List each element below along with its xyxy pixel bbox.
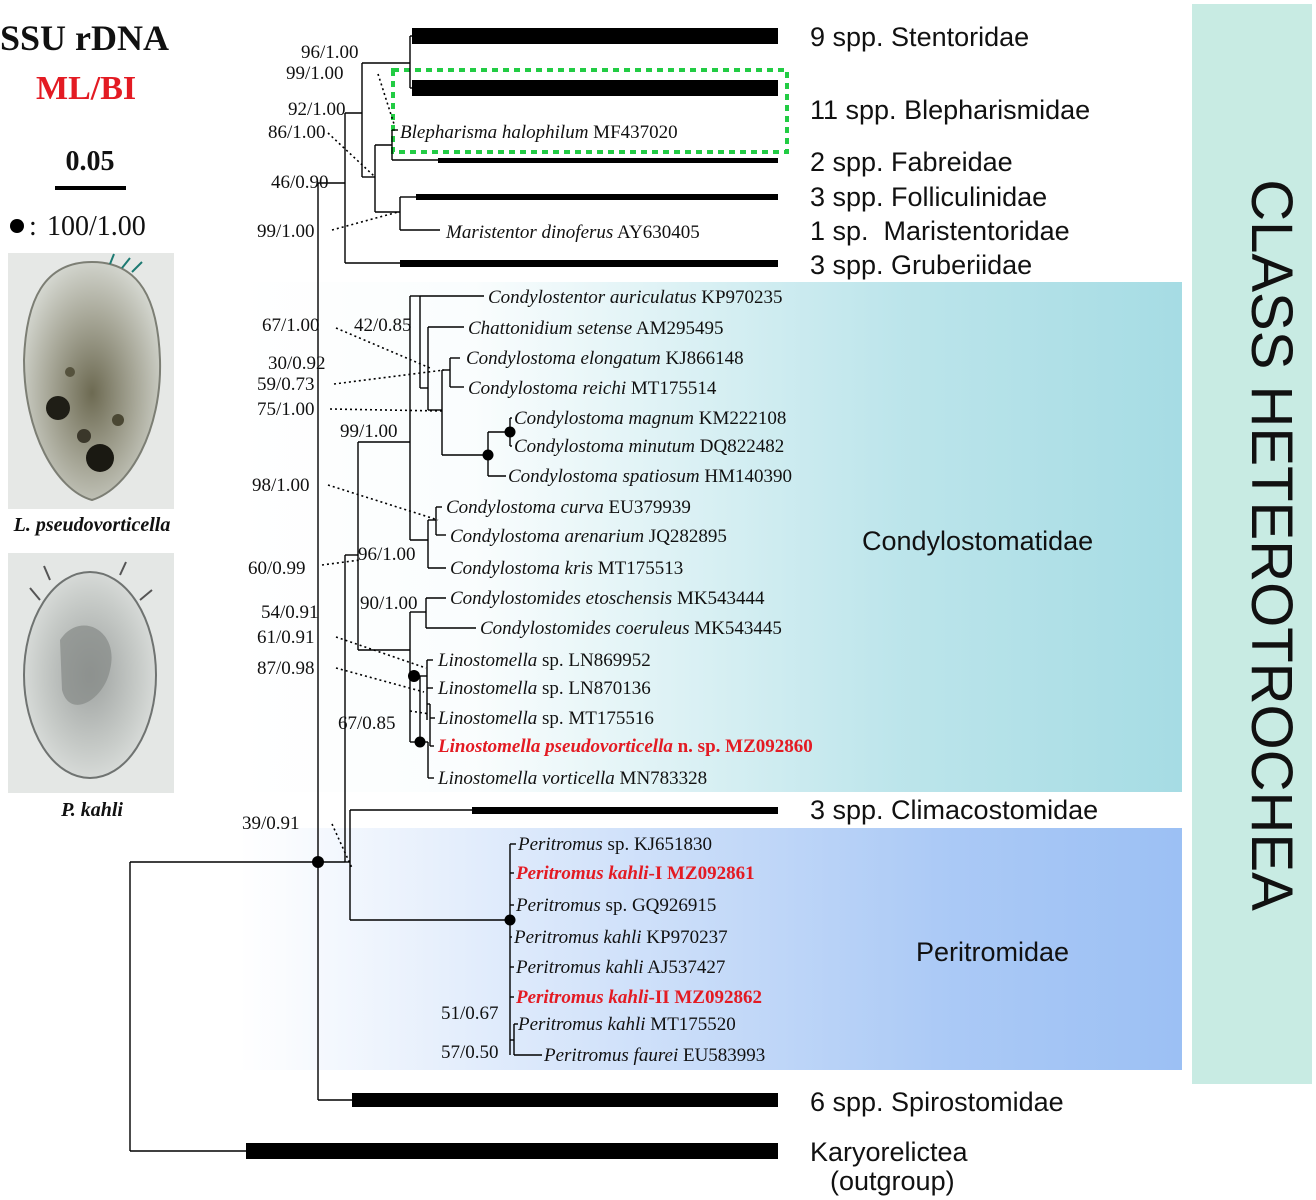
taxon-label: Peritromus kahli MT175520 bbox=[517, 1014, 736, 1035]
support-value: 60/0.99 bbox=[248, 558, 306, 579]
climacostomidae-bar bbox=[472, 807, 778, 814]
spirostomidae-bar bbox=[352, 1093, 778, 1107]
support-value: 61/0.91 bbox=[257, 627, 315, 648]
support-values: 96/1.00 99/1.00 92/1.00 86/1.00 46/0.90 … bbox=[242, 42, 499, 1063]
stentoridae-bar bbox=[412, 28, 778, 44]
support-value: 90/1.00 bbox=[360, 593, 418, 614]
tree-branches bbox=[129, 35, 542, 1152]
support-value: 51/0.67 bbox=[441, 1003, 499, 1024]
support-value: 96/1.00 bbox=[301, 42, 359, 63]
taxon-label-highlight: Peritromus kahli-I MZ092861 bbox=[515, 863, 755, 884]
group-label: 3 spp. Climacostomidae bbox=[810, 795, 1098, 825]
blepharisma-highlight-box bbox=[391, 68, 789, 154]
figure-title: SSU rDNA bbox=[0, 18, 169, 58]
support-leader-lines bbox=[321, 73, 445, 869]
folliculinidae-bar bbox=[416, 194, 778, 200]
taxon-label: Peritromus sp. GQ926915 bbox=[515, 895, 716, 916]
support-value: 30/0.92 bbox=[268, 353, 326, 374]
support-value: 42/0.85 bbox=[354, 315, 412, 336]
support-value: 96/1.00 bbox=[358, 544, 416, 565]
group-label: 9 spp. Stentoridae bbox=[810, 22, 1029, 52]
collapsed-group-bars bbox=[246, 28, 778, 1159]
group-label: 11 spp. Blepharismidae bbox=[810, 95, 1090, 125]
taxon-label: Condylostoma reichi MT175514 bbox=[468, 378, 717, 399]
class-band bbox=[1192, 4, 1312, 1084]
group-label: 6 spp. Spirostomidae bbox=[810, 1087, 1064, 1117]
support-dot-icon bbox=[10, 219, 24, 233]
support-value: 54/0.91 bbox=[261, 602, 319, 623]
taxon-label: Maristentor dinoferus AY630405 bbox=[445, 222, 700, 243]
photo1-caption: L. pseudovorticella bbox=[13, 514, 171, 536]
taxon-label: Condylostoma elongatum KJ866148 bbox=[466, 348, 744, 369]
taxon-label: Peritromus faurei EU583993 bbox=[543, 1045, 765, 1066]
support-value: 92/1.00 bbox=[288, 99, 346, 120]
taxon-label: Condylostoma arenarium JQ282895 bbox=[450, 526, 727, 547]
support-value: 67/0.85 bbox=[338, 713, 396, 734]
support-value: 99/1.00 bbox=[257, 221, 315, 242]
photo-linostomella bbox=[8, 253, 174, 509]
group-label: Peritromidae bbox=[916, 937, 1069, 967]
group-label: (outgroup) bbox=[830, 1166, 955, 1196]
taxon-label: Linostomella sp. LN870136 bbox=[437, 678, 651, 699]
fabreidae-bar bbox=[438, 158, 778, 163]
taxon-label: Condylostoma magnum KM222108 bbox=[514, 408, 786, 429]
blepharismidae-bar bbox=[412, 80, 778, 96]
support-value: 86/1.00 bbox=[268, 122, 326, 143]
taxon-label: Condylostoma spatiosum HM140390 bbox=[508, 466, 792, 487]
taxon-label: Condylostomides coeruleus MK543445 bbox=[480, 618, 782, 639]
taxon-label: Peritromus kahli KP970237 bbox=[513, 927, 728, 948]
photo2-caption: P. kahli bbox=[60, 799, 123, 821]
support-value: 46/0.90 bbox=[271, 172, 329, 193]
dot-legend-colon: : bbox=[29, 211, 37, 242]
taxon-label: Linostomella vorticella MN783328 bbox=[437, 768, 707, 789]
method-label: ML/BI bbox=[36, 70, 136, 107]
support-value: 87/0.98 bbox=[257, 658, 315, 679]
support-value: 98/1.00 bbox=[252, 475, 310, 496]
group-label: 3 spp. Gruberiidae bbox=[810, 250, 1032, 280]
group-label: Karyorelictea bbox=[810, 1137, 969, 1167]
taxon-label: Condylostoma curva EU379939 bbox=[446, 497, 691, 518]
taxon-label: Condylostentor auriculatus KP970235 bbox=[488, 287, 783, 308]
taxon-label: Linostomella sp. LN869952 bbox=[437, 650, 651, 671]
support-value: 99/1.00 bbox=[286, 63, 344, 84]
support-value: 39/0.91 bbox=[242, 813, 300, 834]
taxon-label: Chattonidium setense AM295495 bbox=[468, 318, 723, 339]
taxon-labels: Blepharisma halophilum MF437020 Maristen… bbox=[400, 122, 813, 1066]
support-value: 75/1.00 bbox=[257, 399, 315, 420]
support-value: 59/0.73 bbox=[257, 374, 315, 395]
group-label: 2 spp. Fabreidae bbox=[810, 147, 1013, 177]
class-label: CLASS HETEROTROCHEA bbox=[1239, 179, 1304, 911]
full-support-nodes bbox=[312, 426, 516, 926]
group-labels: 9 spp. Stentoridae 11 spp. Blepharismida… bbox=[810, 22, 1098, 1196]
taxon-label: Peritromus kahli AJ537427 bbox=[515, 957, 725, 978]
group-label: 3 spp. Folliculinidae bbox=[810, 182, 1047, 212]
taxon-label-highlight: Linostomella pseudovorticella n. sp. MZ0… bbox=[437, 736, 813, 757]
peritromidae-band bbox=[240, 828, 1182, 1070]
taxon-label: Linostomella sp. MT175516 bbox=[437, 708, 654, 729]
support-value: 99/1.00 bbox=[340, 421, 398, 442]
support-value: 67/1.00 bbox=[262, 315, 320, 336]
condylostomatidae-band bbox=[240, 282, 1182, 792]
group-label: Condylostomatidae bbox=[862, 526, 1093, 556]
taxon-label: Peritromus sp. KJ651830 bbox=[517, 834, 712, 855]
group-label: 1 sp. Maristentoridae bbox=[810, 216, 1070, 246]
support-value: 57/0.50 bbox=[441, 1042, 499, 1063]
taxon-label: Condylostomides etoschensis MK543444 bbox=[450, 588, 765, 609]
taxon-label: Condylostoma minutum DQ822482 bbox=[514, 436, 784, 457]
taxon-label: Blepharisma halophilum MF437020 bbox=[400, 122, 678, 143]
dot-legend-text: 100/1.00 bbox=[47, 211, 146, 242]
karyorelictea-bar bbox=[246, 1143, 778, 1159]
photo-peritromus bbox=[8, 553, 174, 793]
gruberiidae-bar bbox=[400, 260, 778, 267]
taxon-label: Condylostoma kris MT175513 bbox=[450, 558, 683, 579]
scale-bar-value: 0.05 bbox=[66, 146, 115, 177]
taxon-label-highlight: Peritromus kahli-II MZ092862 bbox=[515, 987, 762, 1008]
